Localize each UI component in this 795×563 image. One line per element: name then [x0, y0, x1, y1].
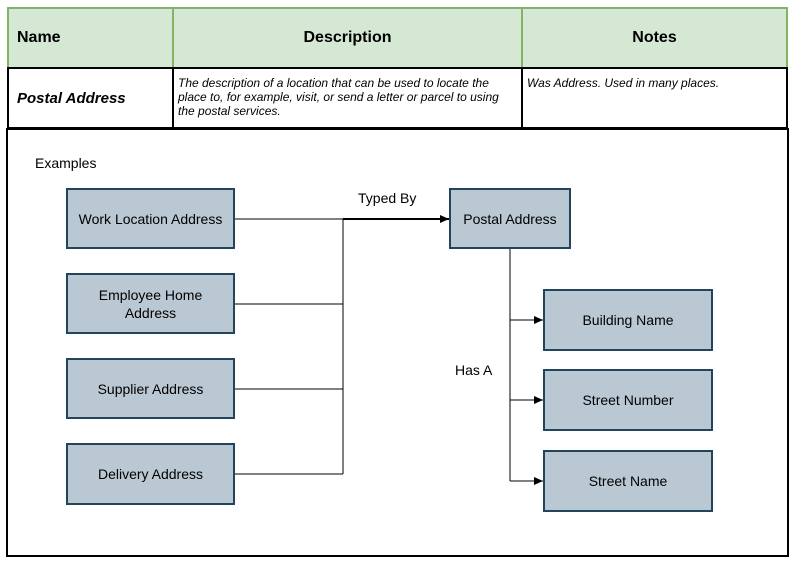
cell-description: The description of a location that can b… [172, 67, 523, 129]
header-name: Name [7, 7, 174, 69]
header-notes: Notes [521, 7, 788, 69]
has-a-label: Has A [455, 362, 493, 378]
node-street-number: Street Number [543, 369, 713, 431]
definition-table: Name Description Notes Postal Address Th… [7, 7, 788, 129]
cell-notes: Was Address. Used in many places. [521, 67, 788, 129]
node-supplier-address: Supplier Address [66, 358, 235, 419]
node-work-location-address: Work Location Address [66, 188, 235, 249]
node-street-name: Street Name [543, 450, 713, 512]
examples-label: Examples [35, 155, 97, 171]
node-employee-home-address: Employee Home Address [66, 273, 235, 334]
typed-by-label: Typed By [358, 190, 417, 206]
node-delivery-address: Delivery Address [66, 443, 235, 505]
node-postal-address: Postal Address [449, 188, 571, 249]
node-building-name: Building Name [543, 289, 713, 351]
diagram-frame [6, 128, 789, 557]
